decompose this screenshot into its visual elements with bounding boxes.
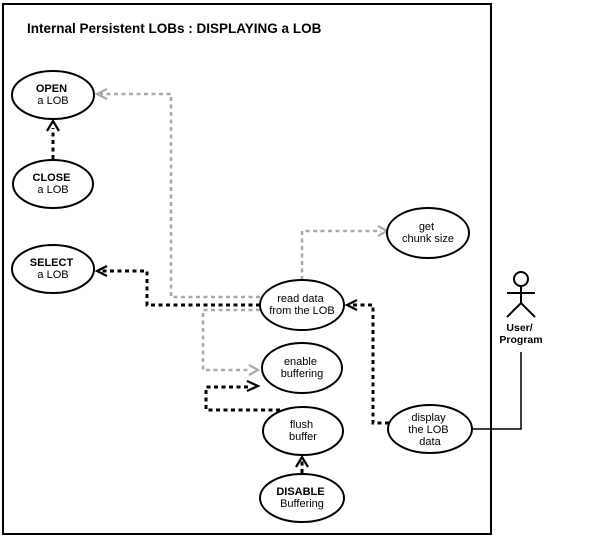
usecase-select-a-lob: SELECT a LOB [11,244,95,294]
arrowhead-to-open [94,88,108,100]
usecase-label-get-chunk-size: get chunk size [402,221,454,245]
diagram-title: Internal Persistent LOBs : DISPLAYING a … [27,21,322,36]
usecase-get-chunk-size: get chunk size [386,207,470,259]
arrowhead-to-open-bottom [46,118,60,132]
usecase-label-enable-buffering: enable buffering [281,356,324,380]
edge-read-data-to-open [94,88,260,299]
usecase-ellipse-disable-buffering [259,473,345,523]
usecase-label-flush-buffer: flush buffer [289,419,317,443]
edge-display-data-to-actor [472,352,522,430]
usecase-disable-buffering: DISABLE Buffering [259,473,345,523]
actor-head-icon [513,271,529,287]
actor-legs-icon [506,301,536,318]
usecase-read-data-from-lob: read data from the LOB [259,279,345,331]
usecase-label-display-data: display the LOB data [408,412,451,448]
usecase-enable-buffering: enable buffering [261,342,343,394]
edge-close-to-open [46,118,60,159]
arrowhead-to-read-data [344,299,358,311]
usecase-ellipse-read-data [259,279,345,331]
usecase-ellipse-select [11,244,95,294]
edge-flush-buffer-to-enable-buffering [204,379,280,412]
edge-read-data-to-select [94,265,260,307]
usecase-label-open: OPEN a LOB [36,83,70,107]
edge-disable-to-flush-buffer [295,454,309,473]
arrowhead-to-get-chunk-size [377,225,390,237]
usecase-ellipse-display-data [387,404,473,454]
arrowhead-to-enable-buffering-black [246,379,261,393]
usecase-label-select: SELECT a LOB [30,257,76,281]
edge-display-data-to-read-data [344,299,389,425]
actor-user-program: User/ Program [499,271,543,346]
usecase-open-a-lob: OPEN a LOB [11,70,95,120]
usecase-flush-buffer: flush buffer [262,406,344,456]
actor-label: User/ Program [499,322,542,346]
system-boundary-box [2,3,492,535]
usecase-close-a-lob: CLOSE a LOB [12,159,94,209]
usecase-display-lob-data: display the LOB data [387,404,473,454]
usecase-label-close: CLOSE a LOB [33,172,74,196]
usecase-ellipse-open [11,70,95,120]
arrowhead-to-select [94,265,108,277]
edge-read-data-to-enable-buffering [201,308,261,376]
usecase-label-disable-buffering: DISABLE Buffering [276,486,327,510]
usecase-ellipse-flush-buffer [262,406,344,456]
arrowhead-to-flush-buffer [295,454,309,468]
usecase-ellipse-get-chunk-size [386,207,470,259]
usecase-label-read-data: read data from the LOB [269,293,334,317]
usecase-ellipse-enable-buffering [261,342,343,394]
usecase-ellipse-close [12,159,94,209]
arrowhead-to-enable-buffering-gray [248,364,261,376]
edge-read-data-to-get-chunk-size [300,225,390,280]
